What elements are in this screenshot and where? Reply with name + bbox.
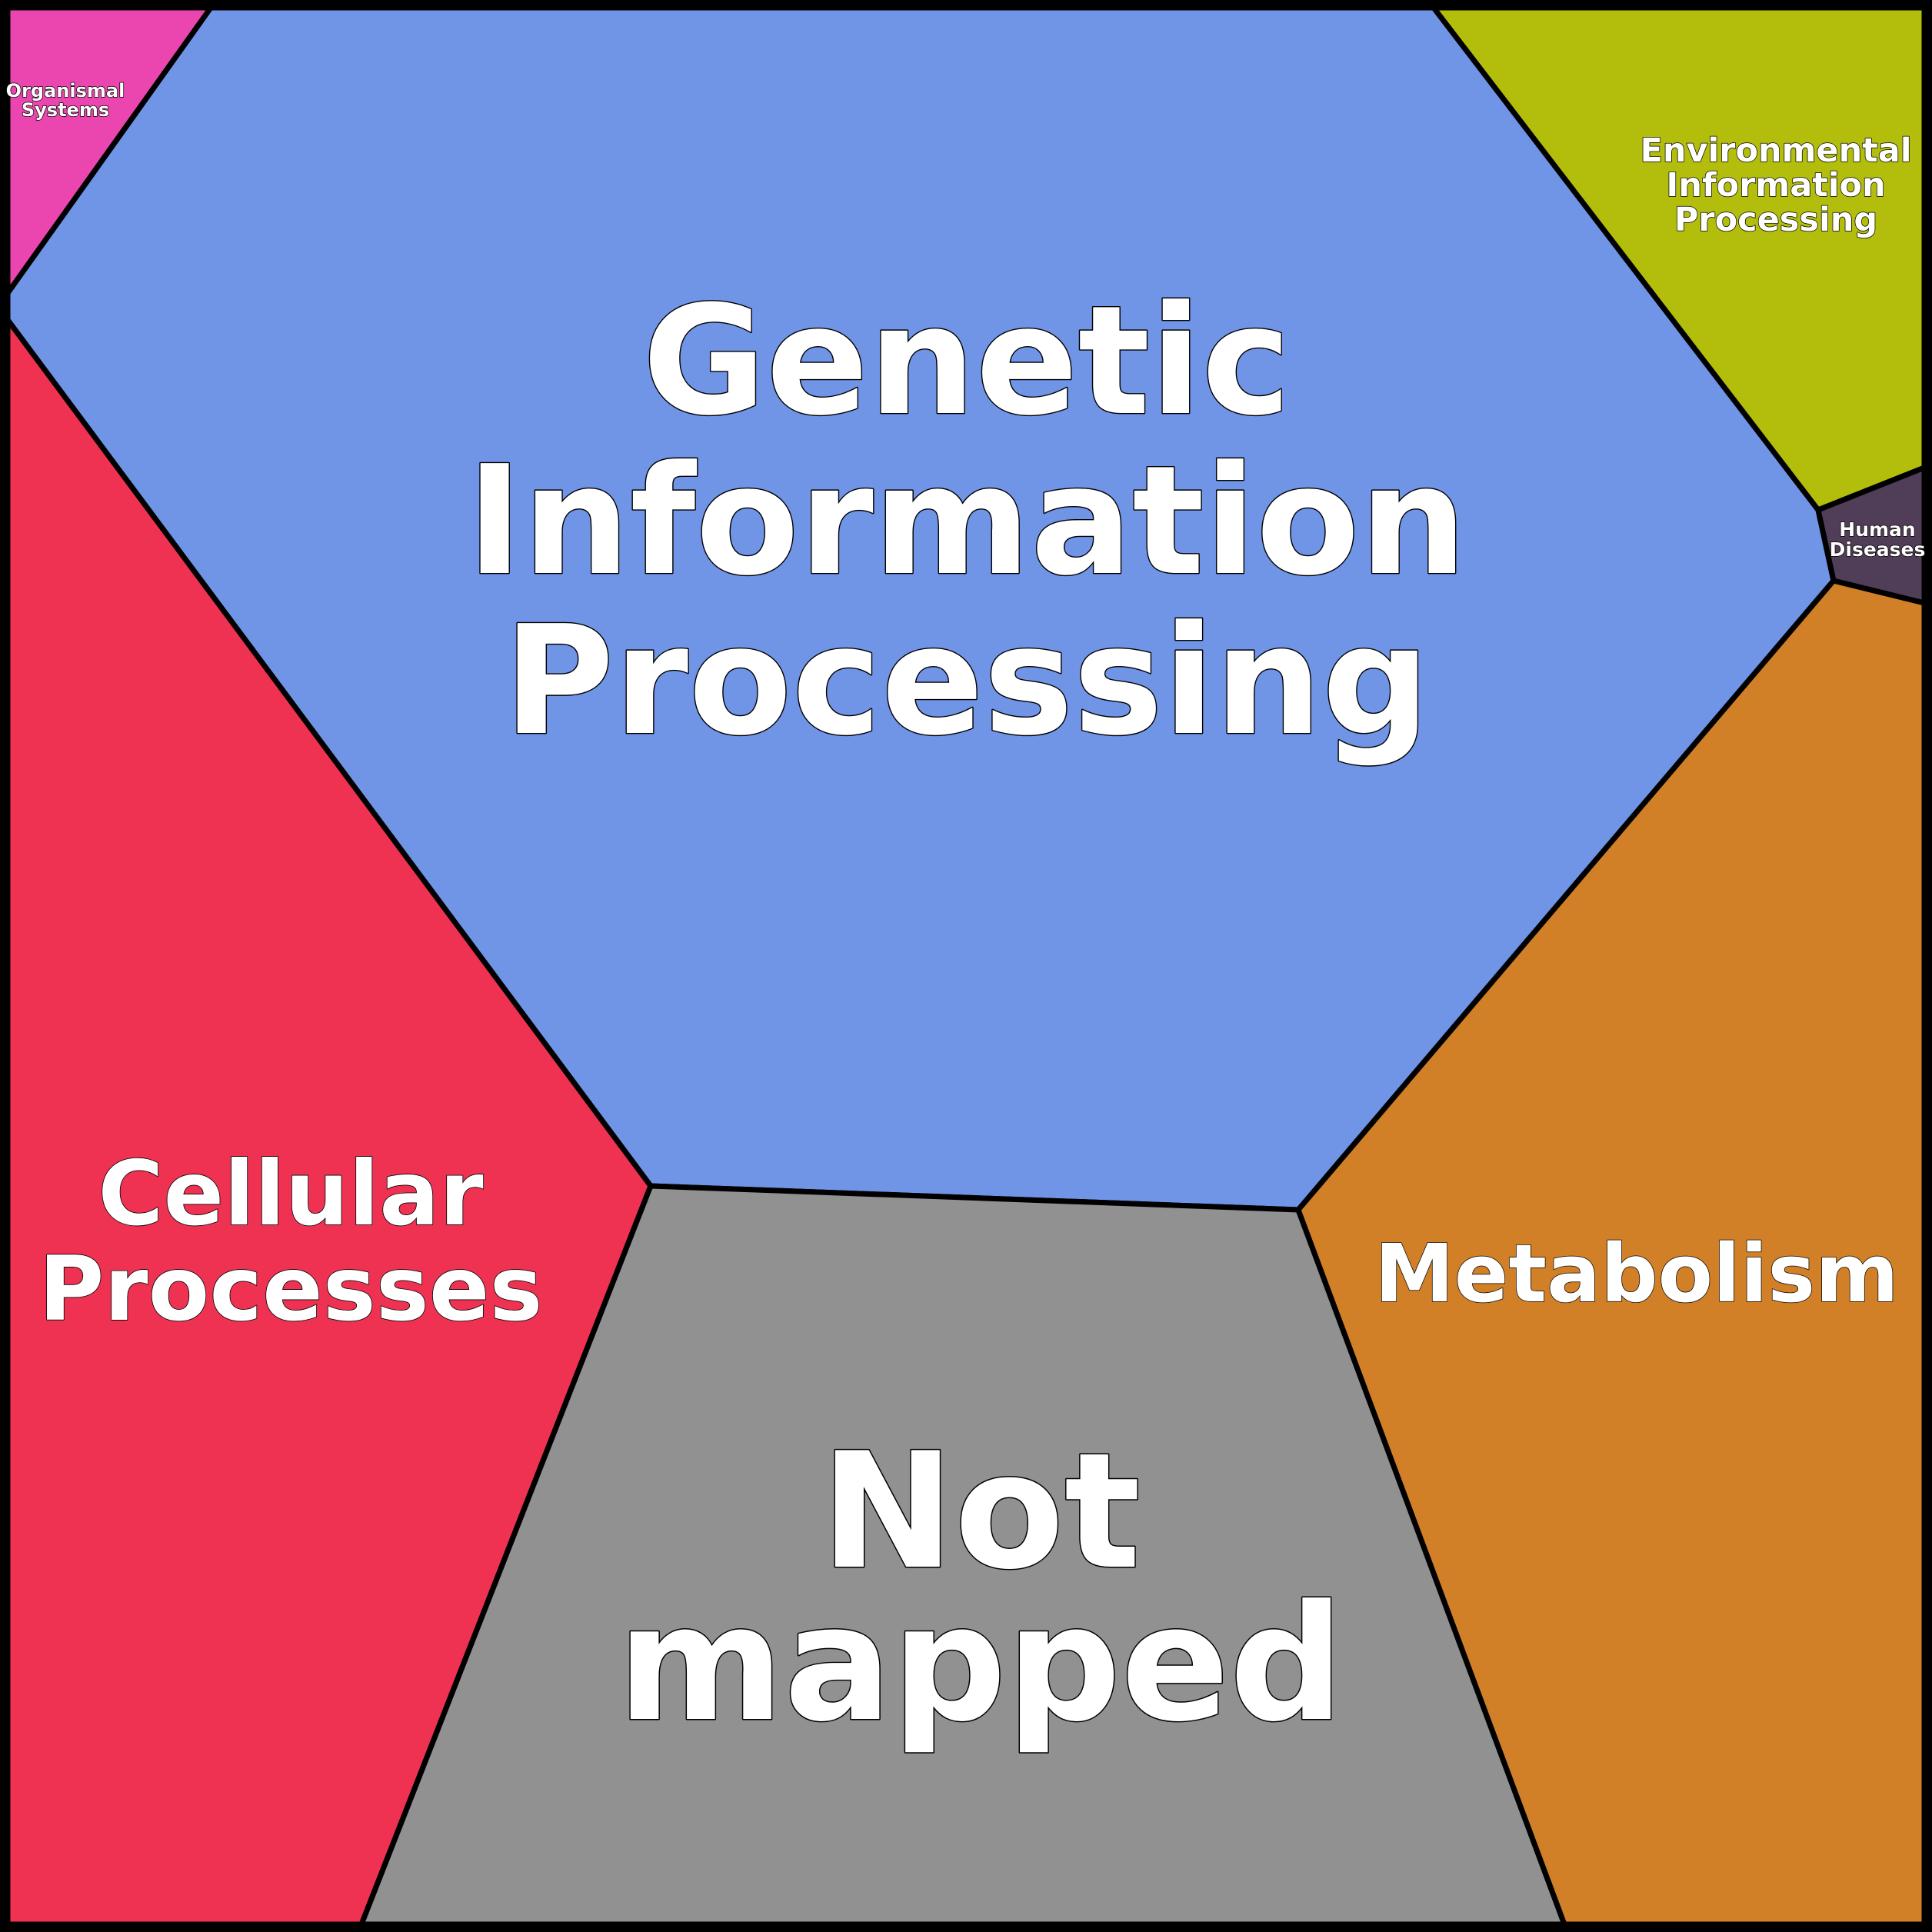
cell-label-line: Genetic (642, 274, 1291, 449)
cell-label-line: Cellular (98, 1142, 483, 1246)
cell-label-line: Information (1666, 166, 1885, 205)
cell-label-metabolism: Metabolism (1374, 1227, 1898, 1321)
cell-metabolism (1295, 578, 1927, 1927)
cell-human-diseases (1815, 465, 1927, 606)
cell-label-line: Processing (504, 594, 1430, 769)
cell-label-line: Processing (1674, 201, 1877, 239)
cell-label-line: Diseases (1830, 538, 1926, 561)
cell-label-line: Information (467, 434, 1467, 609)
cell-label-line: Metabolism (1374, 1227, 1898, 1321)
cell-label-line: Human (1839, 518, 1915, 541)
cell-organismal-systems (5, 5, 214, 296)
cell-label-line: Processes (38, 1237, 542, 1341)
cell-label-line: Organismal (6, 80, 125, 102)
cell-label-line: mapped (618, 1571, 1344, 1757)
cell-label-line: Not (821, 1419, 1141, 1605)
cell-label-line: Systems (22, 99, 109, 121)
cell-label-line: Environmental (1640, 132, 1911, 170)
